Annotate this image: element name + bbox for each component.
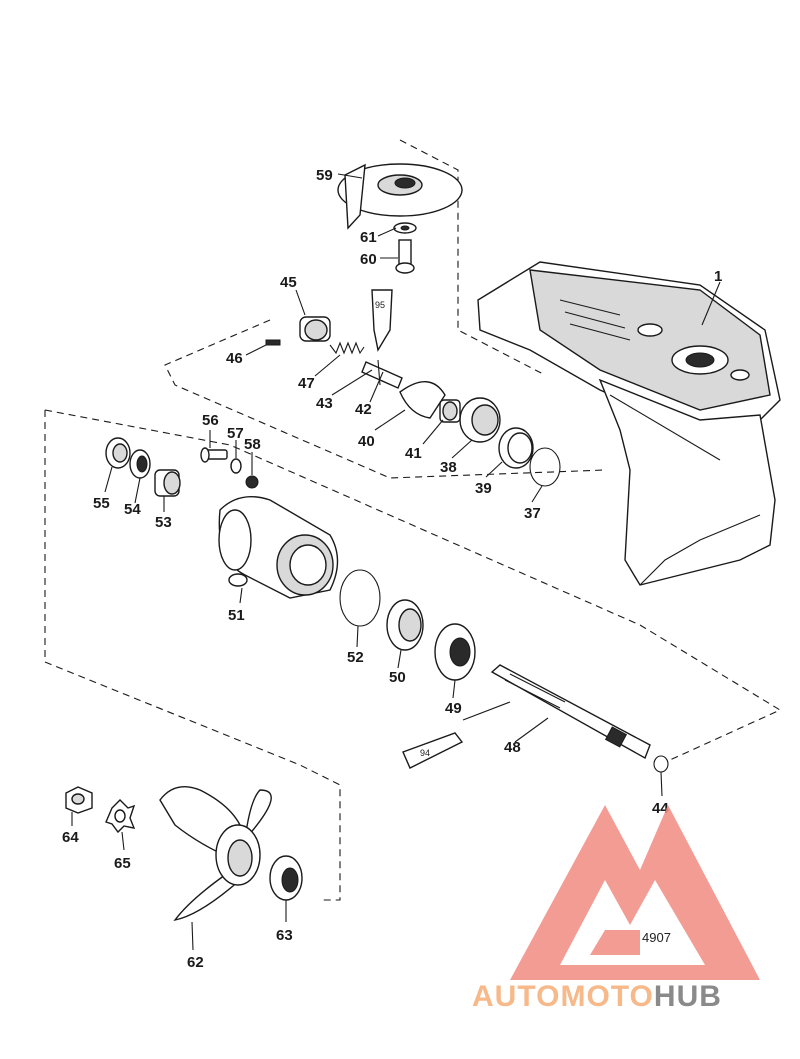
label-61: 61: [360, 229, 377, 246]
label-48: 48: [504, 739, 521, 756]
leader-lines: [71, 173, 721, 951]
watermark-text: AUTOMOTOHUB: [472, 980, 722, 1013]
label-38: 38: [440, 459, 457, 476]
part-95-tube: 95: [371, 289, 393, 352]
watermark-logo: [510, 805, 760, 980]
gearcase-housing: [477, 261, 781, 586]
part-54-seal: [129, 449, 151, 479]
part-55-seal: [105, 437, 131, 469]
part-46-pin: [265, 339, 281, 346]
part-57-washer: [230, 458, 242, 474]
part-38-bearing-cup: [459, 397, 501, 443]
label-52: 52: [347, 649, 364, 666]
part-50-bearing: [386, 599, 424, 651]
label-41: 41: [405, 445, 422, 462]
part-56-screw: [200, 447, 228, 463]
part-94-tube: 94: [402, 732, 464, 769]
part-65-tab-washer: [105, 799, 136, 834]
tube-94-label: 94: [420, 748, 430, 758]
part-52-oring: [339, 569, 381, 627]
part-41-bearing: [439, 399, 461, 423]
part-58-screw: [245, 475, 259, 489]
label-49: 49: [445, 700, 462, 717]
part-64-nut: [65, 786, 93, 814]
label-62: 62: [187, 954, 204, 971]
part-53-needle-bearing: [154, 469, 181, 497]
label-56: 56: [202, 412, 219, 429]
part-51-bearing-carrier: [218, 496, 339, 599]
label-1: 1: [714, 268, 722, 285]
callout-labels: 1 37 38 39 40 41 42 43 44 45 46 47 48 49…: [62, 167, 722, 971]
label-64: 64: [62, 829, 79, 846]
part-37-oring: [529, 447, 561, 487]
label-43: 43: [316, 395, 333, 412]
label-54: 54: [124, 501, 141, 518]
watermark-part1: AUTOMOTO: [472, 980, 654, 1013]
figure-number: 4907: [642, 930, 671, 945]
label-45: 45: [280, 274, 297, 291]
part-45-bushing: [299, 316, 331, 342]
label-53: 53: [155, 514, 172, 531]
dashed-group-lines: [44, 139, 782, 901]
part-59-trim-tab: [337, 163, 463, 230]
part-63-thrust-hub: [269, 855, 303, 901]
label-55: 55: [93, 495, 110, 512]
label-42: 42: [355, 401, 372, 418]
label-60: 60: [360, 251, 377, 268]
part-40-housing: [399, 381, 446, 419]
label-50: 50: [389, 669, 406, 686]
part-48-propeller-shaft: [490, 664, 651, 760]
label-58: 58: [244, 436, 261, 453]
part-44-oring: [653, 755, 669, 773]
label-37: 37: [524, 505, 541, 522]
tube-95-label: 95: [375, 300, 385, 310]
label-51: 51: [228, 607, 245, 624]
part-62-propeller: [159, 786, 272, 922]
watermark-part2: HUB: [654, 980, 722, 1013]
label-40: 40: [358, 433, 375, 450]
label-63: 63: [276, 927, 293, 944]
part-47-spring: [329, 341, 365, 355]
label-65: 65: [114, 855, 131, 872]
part-39-shim: [498, 427, 534, 469]
label-59: 59: [316, 167, 333, 184]
label-57: 57: [227, 425, 244, 442]
label-46: 46: [226, 350, 243, 367]
label-47: 47: [298, 375, 315, 392]
part-49-gear: [434, 623, 476, 681]
label-39: 39: [475, 480, 492, 497]
part-60-bolt: [395, 239, 415, 274]
